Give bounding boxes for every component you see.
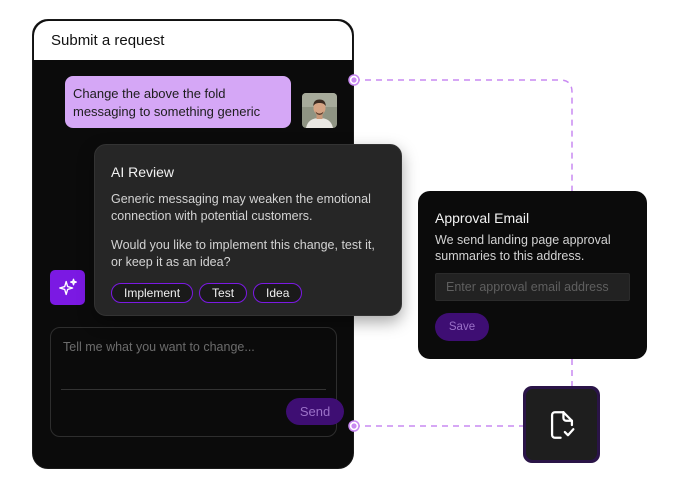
panel-title: Submit a request [51, 32, 165, 49]
approval-email-input[interactable] [435, 273, 630, 301]
request-input-box: Send [50, 327, 344, 437]
request-panel: Submit a request Change the above the fo… [32, 19, 354, 469]
ai-review-paragraph-2: Would you like to implement this change,… [111, 238, 375, 269]
implement-button[interactable]: Implement [111, 283, 194, 303]
ai-review-actions: Implement Test Idea [111, 283, 385, 303]
document-tile-inner [526, 389, 597, 460]
panel-header: Submit a request [33, 20, 353, 60]
ai-review-title: AI Review [111, 164, 175, 180]
approval-email-card: Approval Email We send landing page appr… [418, 191, 647, 359]
document-tile [523, 386, 600, 463]
ai-review-paragraph-1: Generic messaging may weaken the emotion… [111, 192, 371, 223]
sparkle-icon [58, 278, 77, 295]
approval-title: Approval Email [435, 210, 530, 226]
idea-button[interactable]: Idea [253, 283, 303, 303]
send-button[interactable]: Send [286, 398, 344, 425]
ai-review-card: AI Review Generic messaging may weaken t… [94, 144, 402, 316]
user-message-bubble: Change the above the fold messaging to s… [65, 76, 291, 128]
document-check-icon [550, 410, 574, 439]
ai-avatar [50, 270, 85, 305]
user-avatar [302, 93, 337, 128]
save-button[interactable]: Save [435, 313, 489, 341]
input-divider [61, 389, 326, 390]
test-button[interactable]: Test [199, 283, 248, 303]
request-input[interactable] [61, 338, 329, 382]
approval-description: We send landing page approval summaries … [435, 233, 611, 263]
